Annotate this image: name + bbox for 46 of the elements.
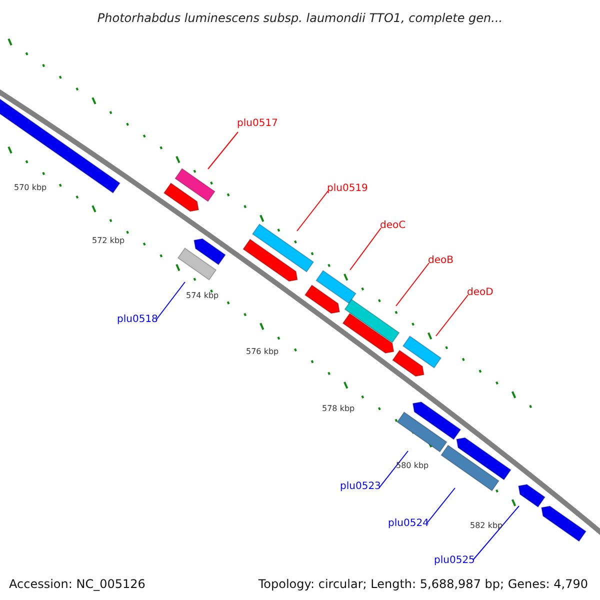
leader-line [296,190,328,232]
gene-label: deoB [428,256,454,266]
position-label: 580 kbp [396,462,429,470]
gene-bar [392,350,424,377]
gene-bar [440,444,500,492]
title: Photorhabdus luminescens subsp. laumondii TTO1, complete gen... [96,10,504,27]
gene-bar [252,223,314,273]
gene-bar [518,484,546,508]
gene-bar [0,96,121,194]
gene-label: plu0519 [327,184,368,194]
gene-bar [177,247,217,281]
leader-line [396,262,430,306]
gene-bar [194,238,226,266]
gene-bar [342,312,394,354]
gene-label: deoC [380,221,406,231]
leader-line [426,488,456,524]
gene-label: plu0517 [237,119,278,129]
gene-bar [396,411,448,453]
gene-bar [315,270,357,304]
gene-label: plu0524 [388,519,429,529]
gene-bar [344,298,400,344]
gene-label: plu0525 [434,556,475,566]
leader-line [156,282,186,320]
leader-line [350,228,382,270]
gene-bar [412,402,462,440]
position-label: 572 kbp [92,237,125,245]
gene-bar [304,284,340,314]
leader-line [378,450,408,488]
gene-label: plu0523 [340,482,381,492]
gene-bar [163,182,200,212]
gene-label: deoD [467,288,494,298]
leader-line [208,132,238,170]
gene-bar [242,238,298,282]
gene-label: plu0518 [117,315,158,325]
leader-line [472,506,520,560]
position-label: 570 kbp [14,184,47,192]
position-label: 578 kbp [322,405,355,413]
accession-text: Accession: NC_005126 [9,576,146,593]
position-label: 574 kbp [186,292,219,300]
gene-bar [456,437,512,480]
leader-line [436,294,468,336]
position-label: 582 kbp [470,522,503,530]
gene-bar [174,168,216,202]
gene-bar [402,335,442,369]
position-label: 576 kbp [246,348,279,356]
gene-bar [540,506,587,542]
